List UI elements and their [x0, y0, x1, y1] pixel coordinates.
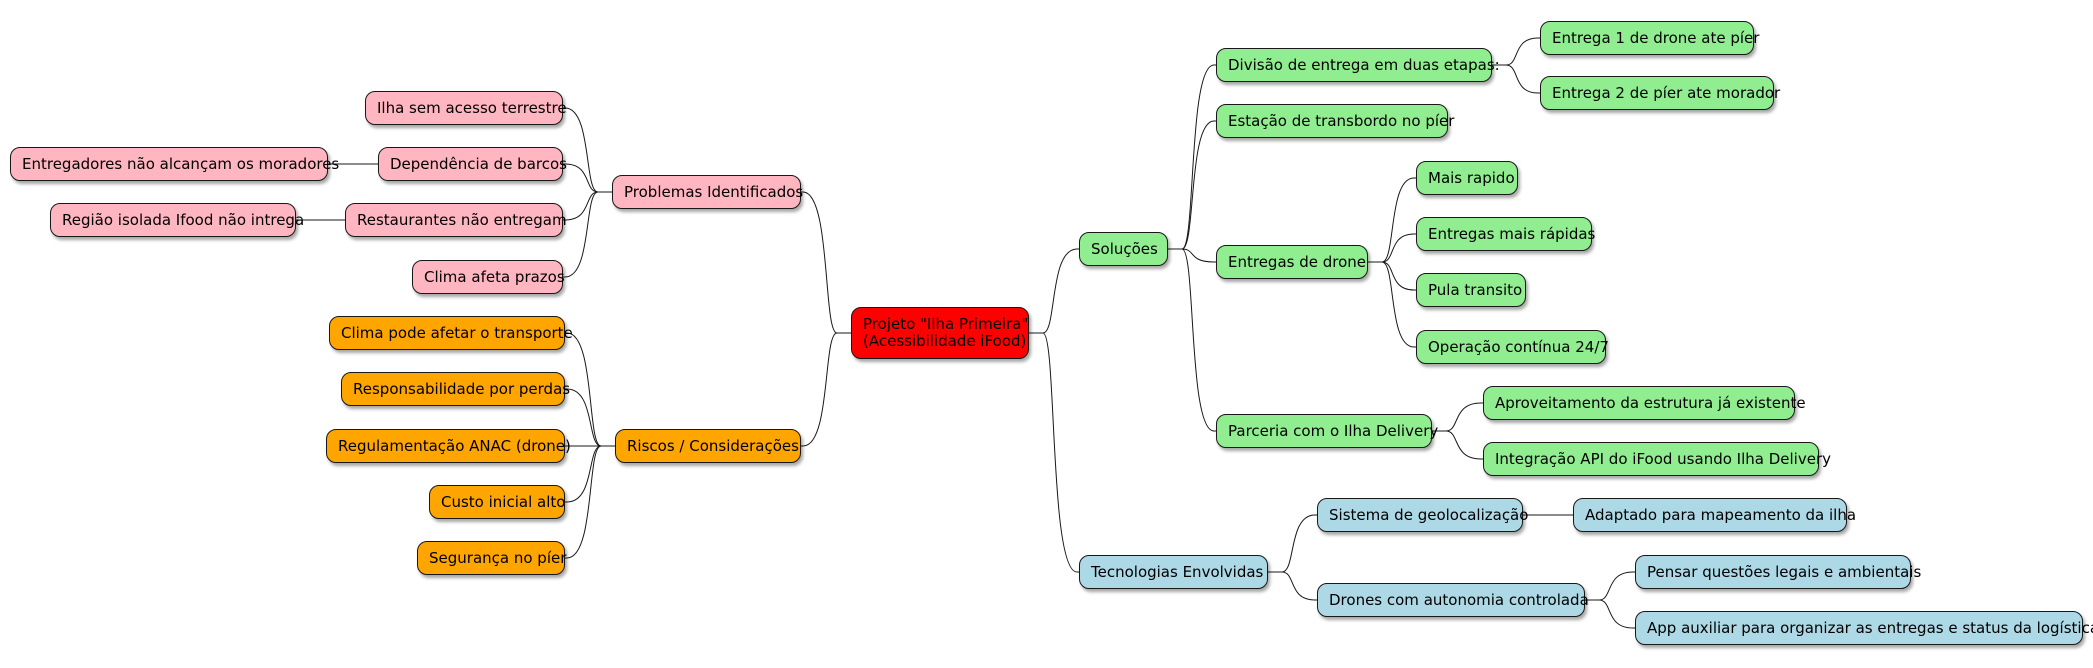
node-regiao-isolada[interactable]: Região isolada Ifood não intrega: [50, 203, 304, 237]
node-operacao-continua[interactable]: Operação contínua 24/7: [1416, 330, 1609, 364]
connector-node-divisao: [1168, 64, 1216, 250]
node-entrega-2[interactable]: Entrega 2 de píer ate morador: [1540, 76, 1780, 110]
node-riscos[interactable]: Riscos / Considerações: [615, 429, 801, 463]
node-app-auxiliar[interactable]: App auxiliar para organizar as entregas …: [1635, 611, 2093, 645]
node-geolocalizacao[interactable]: Sistema de geolocalização: [1317, 498, 1528, 532]
node-entregas-mais-rapidas[interactable]: Entregas mais rápidas: [1416, 217, 1595, 251]
connector-node-problemas: [801, 191, 851, 334]
connector-node-ilha-sem-acesso: [563, 107, 612, 193]
connector-node-pula-transito: [1368, 261, 1416, 291]
connector-node-clima-prazos: [563, 191, 612, 278]
node-drones-autonomia[interactable]: Drones com autonomia controlada: [1317, 583, 1589, 617]
node-risco-responsabilidade[interactable]: Responsabilidade por perdas: [341, 372, 570, 406]
connector-node-estacao: [1168, 120, 1216, 250]
node-adaptado-mapeamento[interactable]: Adaptado para mapeamento da ilha: [1573, 498, 1856, 532]
node-risco-clima[interactable]: Clima pode afetar o transporte: [329, 316, 573, 350]
node-tecnologias[interactable]: Tecnologias Envolvidas: [1079, 555, 1268, 589]
connector-node-entregas-mais-rapidas: [1368, 233, 1416, 263]
node-mais-rapido[interactable]: Mais rapido: [1416, 161, 1518, 195]
connector-node-aproveitamento: [1432, 402, 1483, 432]
node-divisao[interactable]: Divisão de entrega em duas etapas:: [1216, 48, 1500, 82]
node-problemas[interactable]: Problemas Identificados: [612, 175, 803, 209]
node-entrega-1[interactable]: Entrega 1 de drone ate píer: [1540, 21, 1759, 55]
connector-node-integracao-api: [1432, 430, 1483, 460]
connector-node-entrega-2: [1492, 64, 1540, 94]
node-entregadores[interactable]: Entregadores não alcançam os moradores: [10, 147, 339, 181]
root-node[interactable]: Projeto "Ilha Primeira" (Acessibilidade …: [851, 307, 1029, 359]
node-risco-seguranca[interactable]: Segurança no píer: [417, 541, 566, 575]
node-parceria[interactable]: Parceria com o Ilha Delivery: [1216, 414, 1438, 448]
connector-node-risco-responsabilidade: [565, 388, 615, 447]
node-solucoes[interactable]: Soluções: [1079, 232, 1168, 266]
node-pula-transito[interactable]: Pula transito: [1416, 273, 1526, 307]
node-estacao[interactable]: Estação de transbordo no píer: [1216, 104, 1454, 138]
node-ilha-sem-acesso[interactable]: Ilha sem acesso terrestre: [365, 91, 567, 125]
connector-node-app-auxiliar: [1585, 599, 1635, 629]
connector-node-dependencia-barcos: [563, 163, 612, 193]
node-aproveitamento[interactable]: Aproveitamento da estrutura já existente: [1483, 386, 1806, 420]
connector-node-operacao-continua: [1368, 261, 1416, 348]
node-risco-anac[interactable]: Regulamentação ANAC (drone): [326, 429, 571, 463]
node-integracao-api[interactable]: Integração API do iFood usando Ilha Deli…: [1483, 442, 1831, 476]
connector-node-parceria: [1168, 248, 1216, 432]
connector-node-riscos: [801, 332, 851, 447]
connector-node-tecnologias: [1029, 332, 1079, 573]
connector-node-mais-rapido: [1368, 177, 1416, 263]
node-risco-custo[interactable]: Custo inicial alto: [429, 485, 565, 519]
node-dependencia-barcos[interactable]: Dependência de barcos: [378, 147, 567, 181]
connector-node-risco-clima: [565, 332, 615, 447]
connector-node-solucoes: [1029, 248, 1079, 334]
node-clima-prazos[interactable]: Clima afeta prazos: [412, 260, 565, 294]
connector-node-geolocalizacao: [1268, 514, 1317, 573]
node-restaurantes[interactable]: Restaurantes não entregam: [345, 203, 567, 237]
root-title: Projeto "Ilha Primeira": [863, 315, 1029, 333]
root-subtitle: (Acessibilidade iFood): [863, 332, 1027, 350]
connector-node-drones-autonomia: [1268, 571, 1317, 601]
connector-node-entregas-drone: [1168, 248, 1216, 263]
connector-node-questoes-legais: [1585, 571, 1635, 601]
connector-node-risco-seguranca: [565, 445, 615, 559]
node-entregas-drone[interactable]: Entregas de drone: [1216, 245, 1368, 279]
node-questoes-legais[interactable]: Pensar questões legais e ambientais: [1635, 555, 1921, 589]
connector-node-restaurantes: [563, 191, 612, 221]
